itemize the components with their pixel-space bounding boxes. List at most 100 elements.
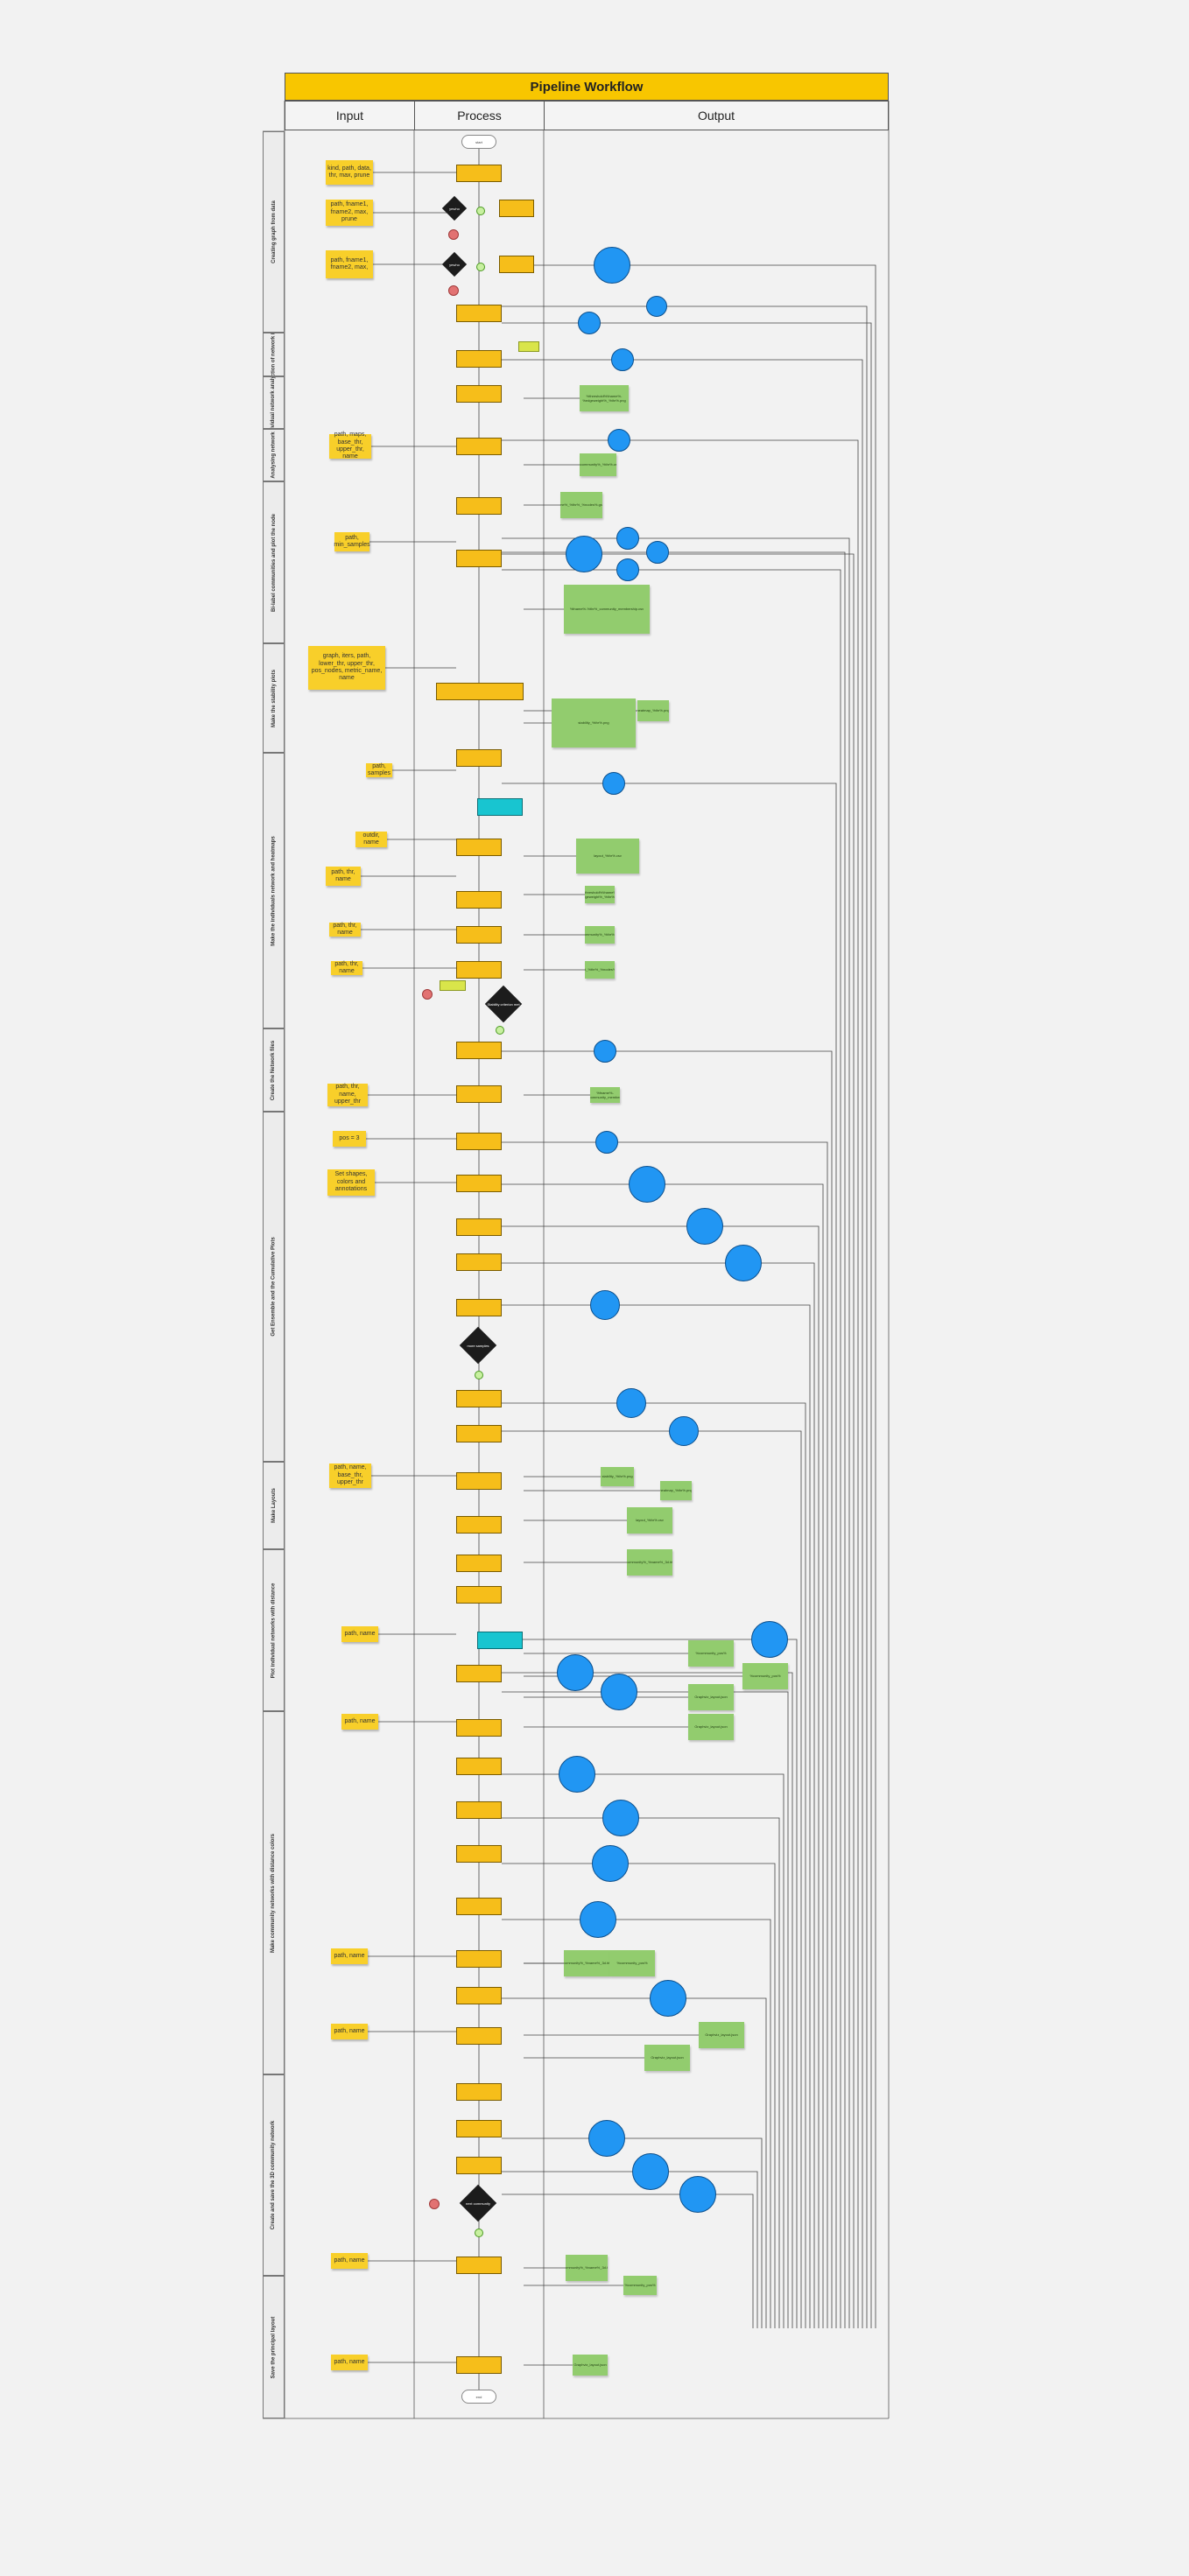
input-note-14: Set shapes, colors and annotations bbox=[327, 1169, 375, 1196]
output-note-5: stability_%thr%.png bbox=[552, 698, 636, 748]
process-step-18 bbox=[456, 1085, 502, 1103]
swimlane-12: Make community networks with distance co… bbox=[263, 1711, 285, 2074]
output-return-8 bbox=[669, 551, 846, 2328]
output-circle-28 bbox=[632, 2153, 669, 2190]
process-step-28 bbox=[456, 1555, 502, 1572]
output-return-12 bbox=[618, 1141, 828, 2328]
swimlane-10: Make Layouts bbox=[263, 1462, 285, 1549]
input-note-7: path, samples bbox=[366, 762, 392, 777]
process-step-24 bbox=[456, 1390, 502, 1407]
start-terminal: start bbox=[461, 135, 496, 149]
output-circle-17 bbox=[616, 1388, 646, 1418]
decision-5-label: next community bbox=[465, 2200, 490, 2206]
gate-2 bbox=[476, 263, 485, 271]
column-header-output: Output bbox=[544, 101, 889, 130]
process-step-37 bbox=[456, 1950, 502, 1968]
swimlane-6: Make the stability plots bbox=[263, 643, 285, 753]
output-circle-15 bbox=[725, 1245, 762, 1281]
output-note-9: %community%_%thr%.csv bbox=[585, 926, 615, 944]
output-return-11 bbox=[616, 1050, 833, 2328]
output-return-6 bbox=[602, 553, 855, 2328]
column-header-process: Process bbox=[414, 101, 545, 130]
output-note-24: %community%_%name%_3d.html bbox=[566, 2255, 608, 2281]
swimlane-label-text: Plot individual networks with distance bbox=[271, 1583, 277, 1678]
process-step-4 bbox=[456, 305, 502, 322]
process-step-33 bbox=[456, 1758, 502, 1775]
process-step-44 bbox=[456, 2356, 502, 2374]
process-step-22 bbox=[456, 1253, 502, 1271]
process-step-40 bbox=[456, 2083, 502, 2101]
gate-3 bbox=[496, 1026, 504, 1035]
swimlane-1: Creating graph from data bbox=[263, 131, 285, 333]
swimlane-3: Individual network analysis bbox=[263, 376, 285, 429]
output-note-21: %community_pos% bbox=[609, 1950, 655, 1976]
input-note-21: path, name bbox=[331, 2355, 368, 2370]
output-circle-16 bbox=[590, 1290, 620, 1320]
process-step-3 bbox=[499, 256, 534, 273]
input-note-16: path, name bbox=[341, 1626, 378, 1642]
process-step-30 bbox=[477, 1632, 523, 1649]
output-note-19: Graphviz_layout.json bbox=[688, 1714, 734, 1740]
output-note-14: layout_%thr%.csv bbox=[627, 1507, 672, 1534]
input-note-15: path, name, base_thr, upper_thr bbox=[329, 1463, 371, 1488]
input-note-4: path, maps, base_thr, upper_thr, name bbox=[329, 432, 371, 460]
output-return-21 bbox=[637, 1691, 789, 2328]
flag-note-2 bbox=[440, 980, 466, 991]
output-return-3 bbox=[667, 305, 868, 2328]
process-step-9 bbox=[456, 550, 502, 567]
input-note-20: path, name bbox=[331, 2253, 368, 2269]
process-step-43 bbox=[456, 2257, 502, 2274]
process-step-20 bbox=[456, 1175, 502, 1192]
process-step-26 bbox=[456, 1472, 502, 1490]
process-step-19 bbox=[456, 1133, 502, 1150]
swimlane-5: Bi-label communities and plot the node bbox=[263, 481, 285, 643]
output-circle-12 bbox=[595, 1131, 618, 1154]
output-circle-9 bbox=[616, 558, 639, 581]
output-return-20 bbox=[594, 1672, 793, 2328]
process-step-6 bbox=[456, 385, 502, 403]
output-note-15: %community%_%name%_3d.html bbox=[627, 1549, 672, 1576]
process-step-16 bbox=[456, 961, 502, 979]
swimlane-4: Analysing network bbox=[263, 429, 285, 481]
output-note-10: %fname%_%thr%_%nodes%.graphml bbox=[585, 961, 615, 979]
decision-3-label: Stability criterion met bbox=[487, 1001, 520, 1007]
output-return-4 bbox=[634, 359, 863, 2328]
gate-1 bbox=[476, 207, 485, 215]
output-note-6: heatmap_%thr%.png bbox=[637, 700, 669, 721]
output-circle-20 bbox=[557, 1654, 594, 1691]
swimlane-label-text: Create and save the 3D community network bbox=[271, 2120, 277, 2230]
stop-dot-3 bbox=[422, 989, 433, 1000]
process-step-2 bbox=[499, 200, 534, 217]
input-note-5: path, min_samples bbox=[334, 532, 370, 551]
output-return-25 bbox=[616, 1919, 771, 2328]
gate-5 bbox=[475, 2229, 483, 2237]
process-step-41 bbox=[456, 2120, 502, 2137]
output-return-13 bbox=[665, 1183, 824, 2328]
output-return-18 bbox=[699, 1430, 802, 2328]
swimlane-label-text: Save the principal layout bbox=[271, 2316, 277, 2378]
output-return-23 bbox=[639, 1817, 780, 2328]
process-step-1 bbox=[456, 165, 502, 182]
swimlane-label-text: Get Ensemble and the Cumulative Plots bbox=[271, 1237, 277, 1337]
swimlane-label-text: Make the individuals network and heatmap… bbox=[271, 835, 277, 946]
input-note-10: path, thr, name bbox=[329, 923, 361, 937]
output-circle-6 bbox=[566, 536, 602, 572]
output-circle-21 bbox=[601, 1674, 637, 1710]
output-circle-8 bbox=[646, 541, 669, 564]
output-note-3: %fname%_%thr%_%nodes%.graphml bbox=[560, 492, 602, 518]
output-note-16: %community_pos% bbox=[688, 1640, 734, 1667]
swimlane-13: Create and save the 3D community network bbox=[263, 2074, 285, 2276]
stop-dot-1 bbox=[448, 229, 459, 240]
output-note-20: %community%_%name%_3d.html bbox=[564, 1950, 609, 1976]
output-return-1 bbox=[630, 264, 876, 2328]
flag-note-1 bbox=[518, 341, 539, 352]
swimlane-label-text: Make community networks with distance co… bbox=[271, 1833, 277, 1953]
process-step-17 bbox=[456, 1042, 502, 1059]
output-return-24 bbox=[629, 1863, 776, 2328]
output-return-29 bbox=[716, 2193, 754, 2328]
input-note-19: path, name bbox=[331, 2024, 368, 2039]
end-terminal: end bbox=[461, 2390, 496, 2404]
input-note-17: path, name bbox=[341, 1714, 378, 1730]
output-return-15 bbox=[762, 1262, 815, 2328]
output-note-2: %community%_%thr%.csv bbox=[580, 453, 616, 476]
